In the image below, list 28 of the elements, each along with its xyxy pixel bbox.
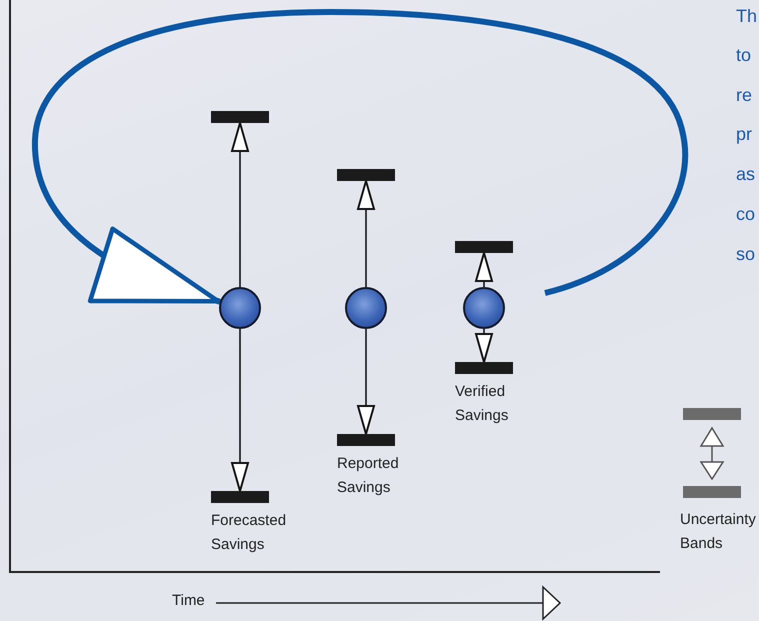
savings-caption: Verified Savings bbox=[455, 382, 510, 426]
arrow bbox=[475, 252, 493, 287]
savings-caption: Forecasted Savings bbox=[211, 511, 288, 555]
band-limit-bar bbox=[455, 362, 513, 374]
band-limit-bar bbox=[337, 169, 395, 181]
arrow bbox=[357, 180, 375, 287]
text-fragment: re bbox=[736, 85, 752, 106]
loop-arrow bbox=[32, 9, 688, 305]
legend-text: Uncertainty Bands bbox=[680, 510, 757, 554]
savings-point bbox=[345, 287, 387, 329]
text-fragment: pr bbox=[736, 124, 752, 145]
band-limit-bar bbox=[455, 241, 513, 253]
arrow bbox=[357, 329, 375, 435]
text-fragment: as bbox=[736, 164, 756, 185]
text-fragment: so bbox=[736, 244, 756, 265]
axis-label: Time bbox=[172, 592, 205, 609]
band-limit-bar bbox=[211, 491, 269, 503]
arrow bbox=[475, 329, 493, 363]
text-fragment: to bbox=[736, 45, 752, 66]
savings-point bbox=[219, 287, 261, 329]
band-limit-bar bbox=[337, 434, 395, 446]
arrow bbox=[231, 122, 249, 287]
savings-caption: Reported Savings bbox=[337, 454, 400, 498]
text-fragment: Th bbox=[736, 6, 758, 27]
band-limit-bar bbox=[211, 111, 269, 123]
text-fragment: co bbox=[736, 204, 756, 225]
arrow bbox=[231, 329, 249, 492]
savings-point bbox=[463, 287, 505, 329]
